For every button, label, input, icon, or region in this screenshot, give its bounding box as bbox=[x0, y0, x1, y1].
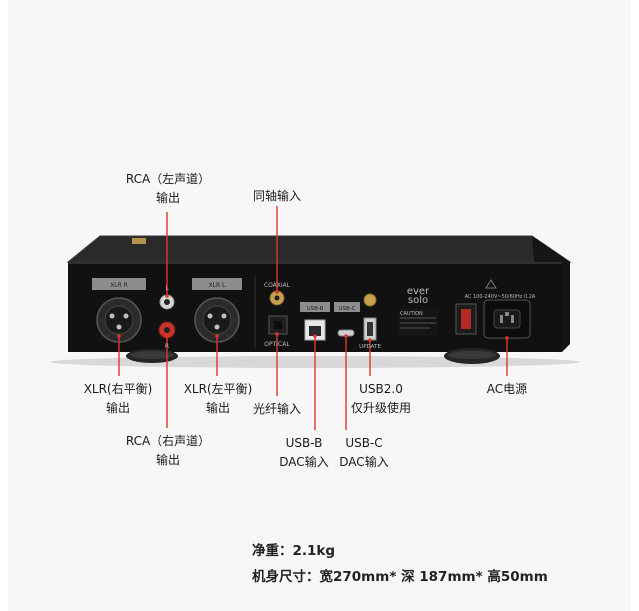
xlr-l-plate bbox=[192, 278, 242, 290]
update-print: UPDATE bbox=[359, 344, 381, 350]
caution-title: CAUTION bbox=[400, 311, 423, 317]
callout-ac-power: AC电源 bbox=[486, 382, 528, 396]
xlr-l-print: XLR L bbox=[209, 282, 227, 289]
usb-b-plate bbox=[300, 302, 330, 312]
leader-dots bbox=[117, 290, 509, 342]
xlr-r-plate bbox=[92, 278, 146, 290]
ac-spec-print: AC 100-240V~50/60Hz 0.2A bbox=[465, 294, 536, 300]
r-print: R bbox=[165, 343, 169, 350]
caution-block bbox=[398, 308, 438, 336]
callout-rca-left: RCA（左声道）输出 bbox=[125, 172, 211, 205]
chassis-top bbox=[68, 236, 570, 262]
callout-optical-in: 光纤输入 bbox=[252, 402, 301, 416]
spec-dimensions: 机身尺寸：宽270mm* 深 187mm* 高50mm bbox=[252, 569, 548, 585]
usb-c-print: USB-C bbox=[338, 306, 355, 312]
usb-c-plate bbox=[334, 302, 360, 312]
callout-xlr-left: XLR(左平衡)输出 bbox=[183, 382, 253, 415]
brand-bottom: solo bbox=[408, 295, 428, 306]
l-print: L bbox=[165, 285, 169, 292]
leader-lines bbox=[118, 206, 508, 430]
warning-icon bbox=[485, 279, 497, 289]
callout-xlr-right: XLR(右平衡)输出 bbox=[83, 382, 153, 415]
xlr-r-print: XLR R bbox=[110, 282, 128, 289]
callout-rca-right: RCA（右声道）输出 bbox=[125, 434, 211, 467]
spec-weight: 净重：2.1kg bbox=[252, 543, 336, 559]
usb-b-print: USB-B bbox=[307, 306, 324, 312]
brand-top: ever bbox=[407, 286, 430, 297]
optical-print: OPTICAL bbox=[264, 341, 290, 348]
callout-coaxial-in: 同轴输入 bbox=[252, 189, 301, 203]
coaxial-print: COAXIAL bbox=[264, 282, 291, 289]
antenna-connector bbox=[363, 293, 377, 307]
gold-badge bbox=[132, 238, 146, 244]
